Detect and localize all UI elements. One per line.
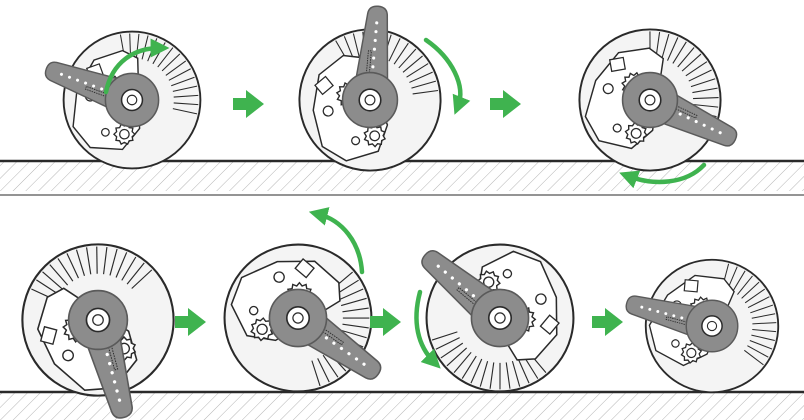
mechanism-step-5 — [198, 218, 399, 419]
right-arrow-icon — [175, 308, 206, 336]
mechanism-step-1 — [40, 32, 200, 169]
mounting-tab — [684, 280, 698, 292]
hub-axle — [495, 313, 505, 323]
mounting-tab — [610, 57, 626, 71]
right-arrow-icon — [370, 308, 401, 336]
pivot-hole — [613, 124, 622, 133]
mechanism-step-7 — [622, 238, 800, 414]
hub-axle — [93, 315, 104, 326]
right-arrow-icon — [592, 308, 623, 336]
mechanism-steps — [0, 5, 800, 420]
mechanism-step-4 — [0, 215, 203, 420]
right-arrow-icon — [233, 90, 264, 118]
hub-axle — [127, 95, 137, 105]
mechanism-step-6 — [400, 218, 601, 419]
right-arrow-icon — [490, 90, 521, 118]
hub-axle — [707, 321, 716, 330]
pivot-hole — [102, 129, 110, 137]
mechanism-step-3 — [568, 18, 742, 181]
hub-axle — [365, 95, 375, 105]
hub-axle — [293, 313, 303, 323]
hub-axle — [645, 95, 655, 105]
